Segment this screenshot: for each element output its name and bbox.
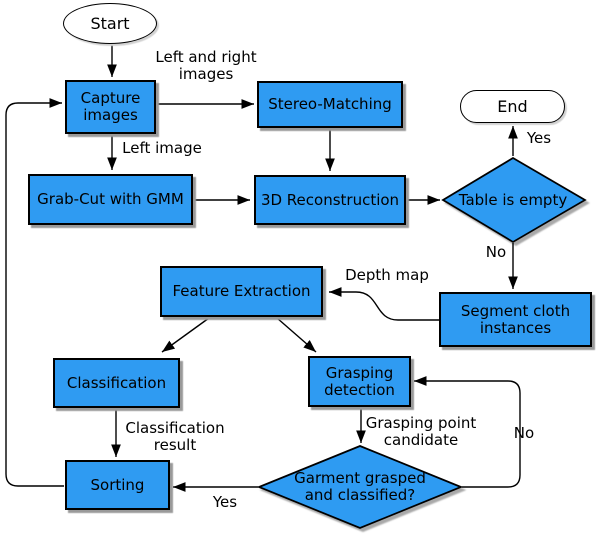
start-label: Start xyxy=(90,13,130,33)
edge-garment-grasped-no-loop-to-grasping xyxy=(414,376,521,488)
start-terminator: Start xyxy=(63,3,157,44)
node-grab-cut-gmm: Grab-Cut with GMM xyxy=(28,174,193,225)
node-3d-reconstruction: 3D Reconstruction xyxy=(254,175,406,225)
node-stereo-matching: Stereo-Matching xyxy=(257,81,403,128)
node-capture-images: Capture images xyxy=(65,80,156,134)
end-terminator: End xyxy=(460,90,565,123)
node-segment-cloth-instances: Segment cloth instances xyxy=(439,292,592,347)
decision-table-empty-label: Table is empty xyxy=(458,190,568,209)
edge-label-no-loop: No xyxy=(513,424,535,442)
node-sorting: Sorting xyxy=(65,460,170,510)
decision-garment-grasped-label: Garment grasped and classified? xyxy=(294,469,426,504)
edge-feature-to-classification xyxy=(161,317,210,353)
edge-label-left-right-images: Left and right images xyxy=(155,48,257,83)
edge-sorting-loop-to-capture xyxy=(5,98,64,487)
node-feature-extraction: Feature Extraction xyxy=(160,266,323,317)
edge-label-yes-sorting: Yes xyxy=(212,493,238,511)
edge-feature-to-grasping xyxy=(276,317,317,353)
edge-label-yes-end: Yes xyxy=(526,129,552,147)
edge-segment-to-feature-depth-map xyxy=(329,287,439,321)
decision-table-empty-shape xyxy=(441,156,587,244)
edge-label-no-segment: No xyxy=(485,243,507,261)
end-label: End xyxy=(497,96,528,116)
decision-garment-grasped-shape xyxy=(256,445,464,529)
edge-label-classification-result: Classification result xyxy=(125,419,225,454)
node-grasping-detection: Grasping detection xyxy=(308,356,411,407)
edge-label-depth-map: Depth map xyxy=(345,266,429,284)
edge-label-left-image: Left image xyxy=(122,139,202,157)
node-classification: Classification xyxy=(53,358,180,408)
edge-label-grasping-point-candidate: Grasping point candidate xyxy=(365,414,477,449)
